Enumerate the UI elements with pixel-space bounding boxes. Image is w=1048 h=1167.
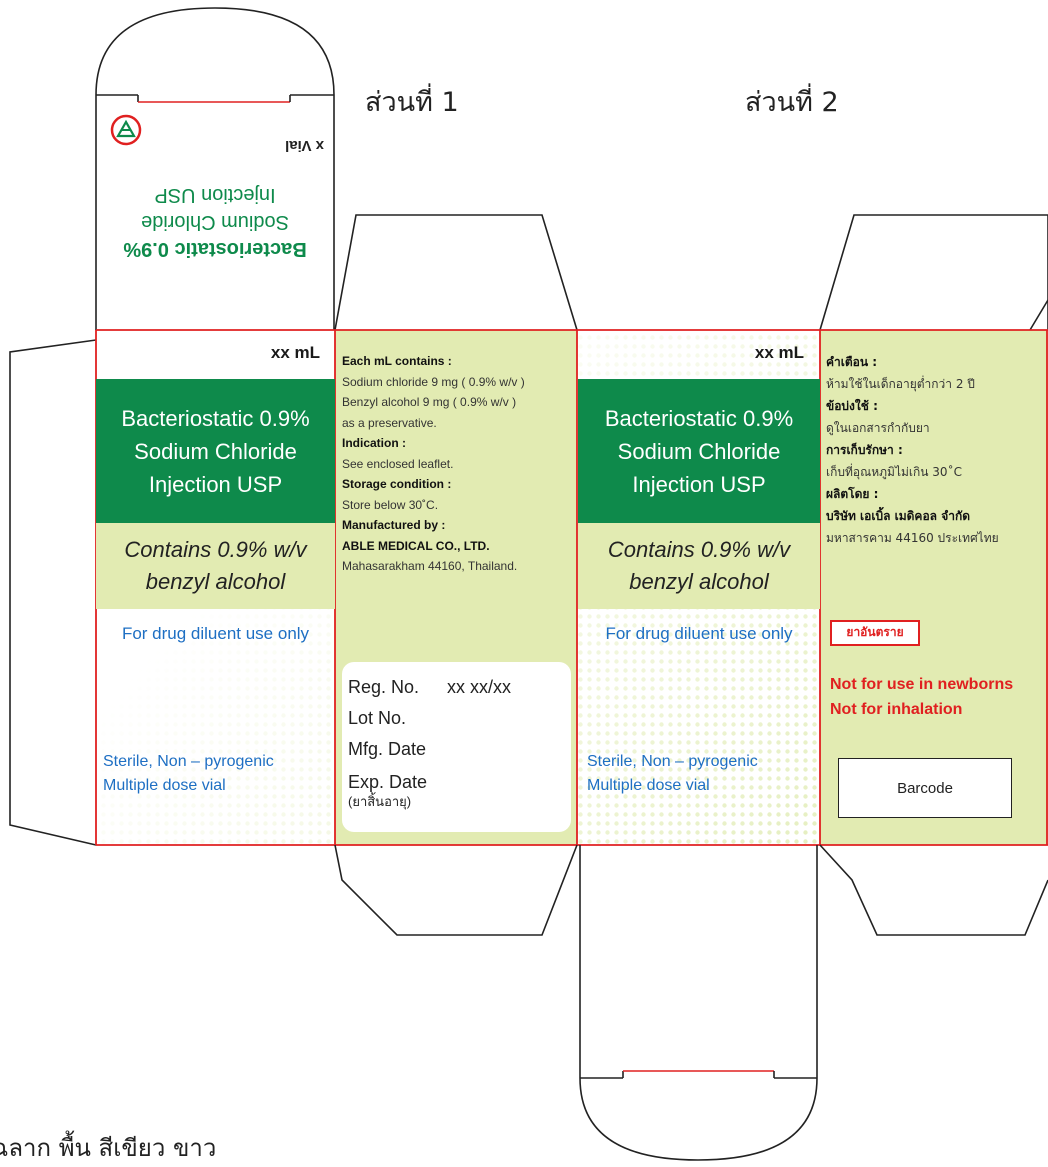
lid-name-line2: Sodium Chloride bbox=[141, 211, 289, 233]
warning-text: ห้ามใช้ในเด็กอายุต่ำกว่า 2 ปี bbox=[826, 377, 975, 391]
exp-thai-label: (ยาสิ้นอายุ) bbox=[348, 794, 412, 809]
thai-storage-heading: การเก็บรักษา : bbox=[826, 443, 903, 457]
reg-info-box: Reg. No. xx xx/xx Lot No. Mfg. Date Exp. … bbox=[342, 662, 571, 832]
storage-text: Store below 30˚C. bbox=[342, 497, 439, 512]
front2-sterile-line1: Sterile, Non – pyrogenic bbox=[587, 753, 758, 770]
front2-contains-line2: benzyl alcohol bbox=[629, 569, 769, 594]
lid-units: x Vial bbox=[285, 137, 324, 154]
front2-sterile: Sterile, Non – pyrogenic Multiple dose v… bbox=[587, 750, 758, 798]
front1-contains-line2: benzyl alcohol bbox=[145, 569, 286, 594]
manufacturer-name: ABLE MEDICAL CO., LTD. bbox=[342, 538, 490, 553]
danger-drug-badge: ยาอันตราย bbox=[830, 620, 920, 646]
front1-diluent: For drug diluent use only bbox=[121, 624, 310, 643]
front1-name-line3: Injection USP bbox=[148, 471, 283, 497]
front2-name-line1: Bacteriostatic 0.9% bbox=[604, 405, 794, 431]
section-title-2: ส่วนที่ 2 bbox=[745, 87, 839, 118]
front2-name-line2: Sodium Chloride bbox=[617, 438, 781, 464]
front2-contains-band bbox=[578, 523, 820, 609]
front2-diluent: For drug diluent use only bbox=[605, 624, 793, 643]
preservative-line: as a preservative. bbox=[342, 415, 437, 430]
thai-storage-text: เก็บที่อุณหภูมิไม่เกิน 30˚C bbox=[826, 465, 962, 479]
maker-name: บริษัท เอเบิ้ล เมดิคอล จำกัด bbox=[826, 509, 971, 523]
bottom-lid-outline bbox=[579, 845, 818, 1161]
reg-label: Reg. No. bbox=[348, 677, 420, 697]
benzyl-alcohol-line: Benzyl alcohol 9 mg ( 0.9% w/v ) bbox=[342, 395, 517, 409]
front1-contains-band bbox=[96, 523, 335, 609]
label-color-note: ฉลาก พื้น สีเขียว ขาว bbox=[0, 1134, 217, 1162]
exp-label: Exp. Date bbox=[348, 772, 428, 792]
front2-contains-line1: Contains 0.9% w/v bbox=[607, 537, 791, 562]
dust-flap-bottom-1 bbox=[334, 844, 578, 936]
each-ml-heading: Each mL contains : bbox=[342, 354, 452, 368]
thai-panel-text: คำเตือน : ห้ามใช้ในเด็กอายุต่ำกว่า 2 ปี … bbox=[826, 351, 1046, 549]
front1-sterile: Sterile, Non – pyrogenic Multiple dose v… bbox=[103, 750, 274, 798]
lid-name-line1: Bacteriostatic 0.9% bbox=[123, 238, 307, 260]
front1-name-line2: Sodium Chloride bbox=[134, 438, 297, 464]
not-inhalation-warning: Not for inhalation bbox=[830, 701, 963, 718]
top-lid-outline bbox=[95, 7, 335, 330]
glue-flap-left bbox=[9, 339, 97, 846]
front2-name-line3: Injection USP bbox=[632, 471, 766, 497]
front1-contains-line1: Contains 0.9% w/v bbox=[124, 537, 307, 562]
lid-product-name: Bacteriostatic 0.9% Sodium Chloride Inje… bbox=[96, 181, 334, 262]
manufacturer-address: Mahasarakham 44160, Thailand. bbox=[342, 559, 518, 573]
usage-heading: ข้อบ่งใช้ : bbox=[826, 399, 878, 413]
front1-name-line1: Bacteriostatic 0.9% bbox=[121, 405, 310, 431]
indication-heading: Indication : bbox=[342, 436, 406, 450]
front1-contains: Contains 0.9% w/v benzyl alcohol bbox=[96, 534, 335, 598]
front1-sterile-line2: Multiple dose vial bbox=[103, 777, 226, 794]
mfg-label: Mfg. Date bbox=[348, 739, 427, 759]
front1-sterile-line1: Sterile, Non – pyrogenic bbox=[103, 753, 274, 770]
info-panel-text: Each mL contains : Sodium chloride 9 mg … bbox=[342, 351, 574, 577]
manufacturer-heading: Manufactured by : bbox=[342, 518, 446, 532]
warning-heading: คำเตือน : bbox=[826, 355, 878, 369]
dust-flap-bottom-2 bbox=[819, 844, 1048, 936]
brand-logo-icon bbox=[110, 114, 142, 146]
front1-product-band: Bacteriostatic 0.9% Sodium Chloride Inje… bbox=[96, 379, 335, 523]
sodium-chloride-line: Sodium chloride 9 mg ( 0.9% w/v ) bbox=[342, 374, 525, 389]
barcode-box: Barcode bbox=[838, 758, 1012, 818]
maker-address: มหาสารคาม 44160 ประเทศไทย bbox=[826, 531, 999, 545]
front2-product-band: Bacteriostatic 0.9% Sodium Chloride Inje… bbox=[578, 379, 820, 523]
red-warnings: Not for use in newborns Not for inhalati… bbox=[830, 672, 1013, 722]
front2-sterile-line2: Multiple dose vial bbox=[587, 777, 710, 794]
reg-value: xx xx/xx bbox=[447, 677, 512, 697]
front1-volume: xx mL bbox=[270, 343, 320, 362]
storage-heading: Storage condition : bbox=[342, 477, 452, 491]
not-newborns-warning: Not for use in newborns bbox=[830, 676, 1014, 693]
section-title-1: ส่วนที่ 1 bbox=[365, 87, 459, 118]
maker-heading: ผลิตโดย : bbox=[826, 487, 879, 501]
usage-text: ดูในเอกสารกำกับยา bbox=[826, 421, 930, 435]
lot-label: Lot No. bbox=[348, 708, 407, 728]
top-lid-content: x Vial Bacteriostatic 0.9% Sodium Chlori… bbox=[96, 112, 334, 292]
lid-name-line3: Injection USP bbox=[154, 184, 276, 206]
reg-row: Reg. No. xx xx/xx bbox=[348, 672, 511, 703]
indication-text: See enclosed leaflet. bbox=[342, 456, 454, 471]
dust-flap-top-1 bbox=[334, 214, 578, 331]
dust-flap-top-2 bbox=[819, 214, 1048, 331]
front2-volume: xx mL bbox=[754, 343, 804, 362]
front2-contains: Contains 0.9% w/v benzyl alcohol bbox=[578, 534, 820, 598]
